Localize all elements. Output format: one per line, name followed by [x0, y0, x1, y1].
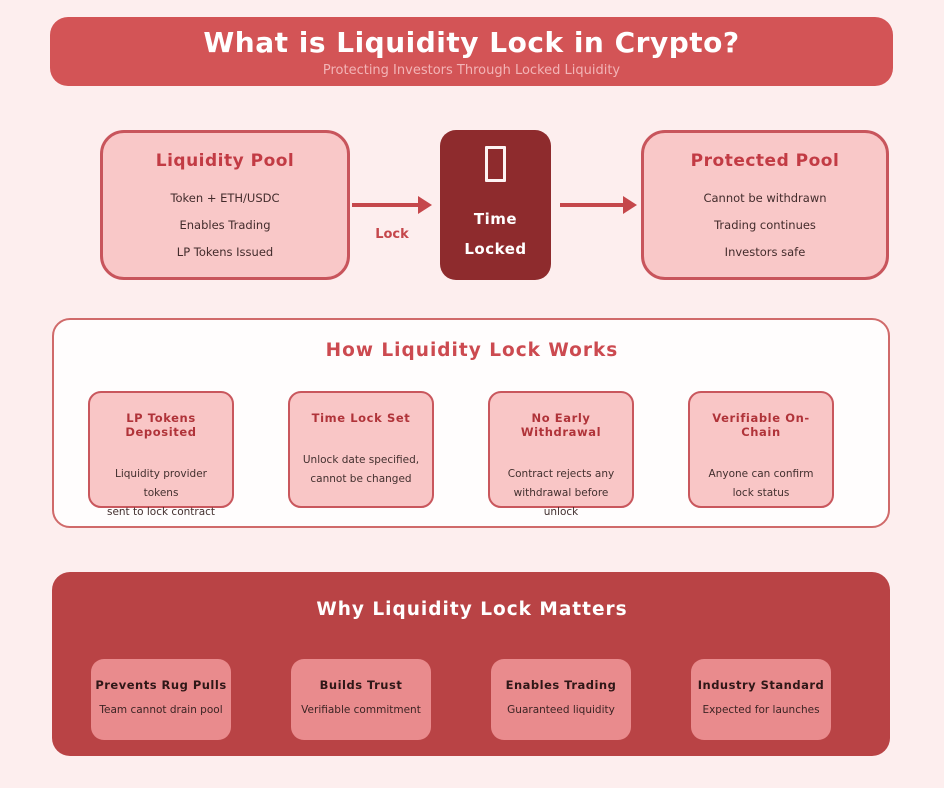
how-card-title: No Early Withdrawal — [520, 411, 602, 439]
liquidity-pool-line: Enables Trading — [179, 218, 271, 232]
liquidity-pool-title: Liquidity Pool — [155, 151, 295, 171]
lock-icon — [485, 146, 506, 182]
why-card-title: Builds Trust — [319, 678, 403, 692]
why-card-title: Enables Trading — [505, 678, 617, 692]
how-card-body-line: Anyone can confirm — [708, 468, 814, 480]
how-card-body-line: Contract rejects any — [507, 468, 615, 480]
protected-pool-title: Protected Pool — [690, 151, 840, 171]
how-card-body-line: withdrawal before unlock — [513, 487, 609, 518]
protected-pool-line: Investors safe — [724, 245, 806, 259]
how-card-body-line: cannot be changed — [310, 473, 412, 485]
how-card-verifiable-on-chain: Verifiable On-Chain Anyone can confirm l… — [688, 391, 834, 508]
how-card-title: Verifiable On-Chain — [712, 411, 810, 439]
why-card-title: Industry Standard — [697, 678, 825, 692]
protect-arrow-head — [623, 196, 637, 214]
why-card-body: Guaranteed liquidity — [507, 704, 615, 716]
how-card-no-early-withdrawal: No Early Withdrawal Contract rejects any… — [488, 391, 634, 518]
how-it-works-title: How Liquidity Lock Works — [325, 340, 619, 361]
lock-arrow-head — [418, 196, 432, 214]
protected-pool-line: Cannot be withdrawn — [703, 191, 827, 205]
why-card-title: Prevents Rug Pulls — [95, 678, 227, 692]
why-card-prevents-rug-pulls: Prevents Rug Pulls Team cannot drain poo… — [91, 659, 231, 740]
why-card-body: Expected for launches — [702, 704, 820, 716]
protected-pool-line: Trading continues — [714, 218, 816, 232]
how-card-lp-tokens-deposited: LP Tokens Deposited Liquidity provider t… — [88, 391, 234, 518]
how-card-body-line: Liquidity provider tokens — [114, 468, 207, 499]
why-it-matters-title: Why Liquidity Lock Matters — [316, 599, 628, 620]
protect-arrow-line — [560, 203, 624, 207]
time-locked-box: Time Locked — [440, 130, 551, 280]
lock-arrow-line — [352, 203, 419, 207]
liquidity-pool-line: Token + ETH/USDC — [170, 191, 280, 205]
how-card-body-line: sent to lock contract — [106, 506, 216, 518]
header-banner: What is Liquidity Lock in Crypto? Protec… — [50, 17, 893, 86]
why-card-industry-standard: Industry Standard Expected for launches — [691, 659, 831, 740]
liquidity-pool-box: Liquidity Pool Token + ETH/USDC Enables … — [100, 130, 350, 280]
how-card-time-lock-set: Time Lock Set Unlock date specified, can… — [288, 391, 434, 508]
time-locked-line: Time — [473, 210, 518, 228]
how-card-title: Time Lock Set — [311, 411, 411, 425]
why-card-enables-trading: Enables Trading Guaranteed liquidity — [491, 659, 631, 740]
how-card-title: LP Tokens Deposited — [125, 411, 197, 439]
page-subtitle: Protecting Investors Through Locked Liqu… — [322, 62, 621, 78]
why-card-builds-trust: Builds Trust Verifiable commitment — [291, 659, 431, 740]
how-card-body-line: Unlock date specified, — [302, 454, 420, 466]
how-card-body-line: lock status — [732, 487, 790, 499]
time-locked-line: Locked — [464, 240, 527, 258]
why-card-body: Team cannot drain pool — [99, 704, 223, 716]
liquidity-pool-line: LP Tokens Issued — [176, 245, 274, 259]
protected-pool-box: Protected Pool Cannot be withdrawn Tradi… — [641, 130, 889, 280]
page-title: What is Liquidity Lock in Crypto? — [203, 25, 740, 59]
why-card-body: Verifiable commitment — [301, 704, 421, 716]
lock-arrow-label: Lock — [375, 227, 409, 242]
